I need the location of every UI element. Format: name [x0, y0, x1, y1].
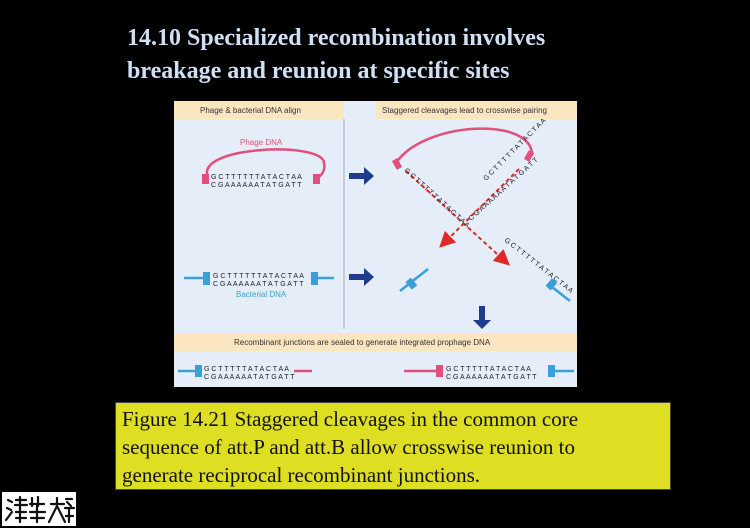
bact-cross-right-marker: [545, 278, 558, 291]
recombination-figure: Phage & bacterial DNA align Staggered cl…: [174, 101, 577, 387]
bact-bottom-seq: C G A A A A A A T A T G A T T: [213, 281, 304, 288]
arrow-right-upper: [349, 167, 374, 185]
phage-loop-right: [394, 127, 534, 164]
bottom-header: Recombinant junctions are sealed to gene…: [234, 338, 491, 347]
caption-line1: Figure 14.21 Staggered cleavages in the …: [122, 407, 579, 431]
right-panel-header: Staggered cleavages lead to crosswise pa…: [382, 106, 547, 115]
phage-right-marker: [313, 174, 320, 184]
result-right-top: G C T T T T T A T A C T A A: [446, 366, 531, 373]
left-header-bar: [174, 101, 344, 119]
slide-title-line1: 14.10 Specialized recombination involves: [127, 25, 546, 51]
result-right-bottom: C G A A A A A A T A T G A T T: [446, 374, 537, 381]
slide-title: 14.10 Specialized recombination involves…: [127, 22, 727, 88]
cross-strand-a: [405, 170, 510, 266]
cross-pink-marker-right: [523, 150, 535, 162]
phage-top-seq: G C T T T T T T A T A C T A A: [211, 174, 302, 181]
phage-left-marker: [202, 174, 209, 184]
bact-cross-left-marker: [405, 277, 418, 290]
phage-bottom-seq: C G A A A A A A T A T G A T T: [211, 182, 302, 189]
bact-cross-right: [551, 286, 571, 302]
result-right-marker-blue: [548, 365, 555, 377]
cross-seq-bottom-right: G C T T T T T A T A C T A A: [503, 237, 575, 295]
caption-line3: generate reciprocal recombinant junction…: [122, 463, 481, 487]
calligraphy-logo-icon: [4, 495, 76, 524]
bottom-header-bar: [174, 333, 577, 351]
arrow-down: [473, 306, 491, 329]
bact-right-marker: [311, 272, 318, 285]
result-left-bottom: C G A A A A A A T A T G A T T: [204, 374, 295, 381]
caption-line2: sequence of att.P and att.B allow crossw…: [122, 435, 575, 459]
result-right-marker-pink: [436, 365, 443, 377]
phage-loop: [205, 148, 326, 181]
bact-left-marker: [203, 272, 210, 285]
result-left-top: G C T T T T T A T A C T A A: [204, 366, 289, 373]
result-left-marker: [195, 365, 202, 377]
right-header-bar: [376, 101, 577, 119]
cross-seq-top-left: G C T T T T T A T A C T A A: [403, 167, 471, 229]
tsinghua-logo: [2, 492, 76, 526]
cross-seq-top-right: G C T T T T T A T A C T A A: [482, 117, 547, 182]
cross-pink-marker-left: [391, 158, 403, 170]
figure-caption: Figure 14.21 Staggered cleavages in the …: [115, 402, 671, 490]
recombination-diagram: Phage & bacterial DNA align Staggered cl…: [174, 101, 577, 381]
bacterial-dna-label: Bacterial DNA: [236, 290, 287, 299]
arrow-right-lower: [349, 268, 374, 286]
phage-dna-label: Phage DNA: [240, 138, 283, 147]
left-panel-header: Phage & bacterial DNA align: [200, 106, 301, 115]
bact-top-seq: G C T T T T T T A T A C T A A: [213, 273, 304, 280]
slide-title-line2: breakage and reunion at specific sites: [127, 58, 510, 84]
bact-cross-left: [399, 268, 429, 292]
cross-seq-mid-left: C G A A A A A A T A T G A T T: [468, 156, 541, 222]
